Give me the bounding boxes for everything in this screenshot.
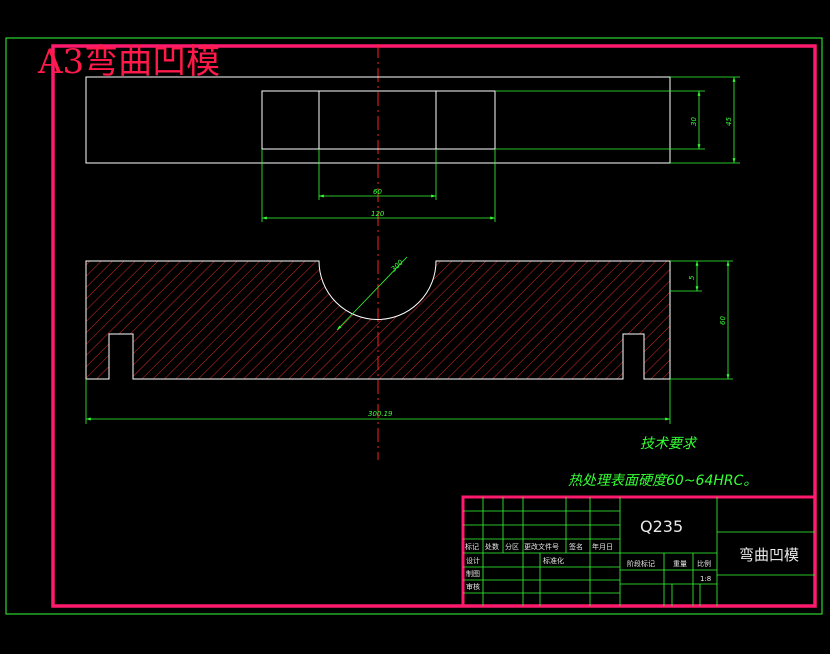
dim-60-top: 60 — [373, 188, 382, 196]
part-name-label: 弯曲凹模 — [739, 546, 799, 564]
dim-30: 30 — [690, 117, 698, 126]
cell-zhongliang: 重量 — [673, 560, 687, 568]
cell-sheji: 设计 — [466, 556, 480, 565]
dim-120: 120 — [371, 210, 385, 218]
dim-60-side: 60 — [719, 316, 727, 325]
sheet-title: A3弯曲凹模 — [37, 42, 220, 82]
drawing-frame — [51, 44, 817, 608]
top-view — [85, 76, 671, 164]
cell-shenhe: 审核 — [466, 582, 480, 591]
cell-nianyueri: 年月日 — [592, 542, 613, 551]
cell-qianming: 签名 — [569, 542, 583, 551]
dim-r300: 300 — [390, 258, 405, 273]
dim-300-19: 300.19 — [368, 410, 393, 418]
top-view-dimensions — [261, 76, 740, 222]
dim-45: 45 — [725, 117, 733, 126]
front-view-dimensions — [85, 256, 733, 424]
cell-bili: 比例 — [697, 559, 711, 568]
cell-gengai: 更改文件号 — [524, 542, 559, 551]
cell-fenqu: 分区 — [505, 542, 519, 551]
dim-5: 5 — [688, 275, 696, 280]
outer-border — [5, 37, 823, 615]
section-hatch — [85, 260, 671, 380]
cell-zhitu: 制图 — [466, 569, 480, 578]
material-label: Q235 — [640, 517, 683, 536]
cell-biaoji: 标记 — [465, 542, 479, 551]
title-block: Q235 弯曲凹模 标记 处数 分区 更改文件号 签名 年月日 设计 标准化 制… — [461, 495, 817, 608]
scale-value: 1:8 — [700, 575, 711, 583]
cell-chushu: 处数 — [485, 542, 499, 551]
tech-req-heading: 技术要求 — [640, 436, 698, 452]
tech-req-item: 热处理表面硬度60~64HRC。 — [568, 473, 757, 489]
cell-jieduan: 阶段标记 — [627, 559, 655, 568]
cell-biaozhunhua: 标准化 — [543, 556, 564, 565]
